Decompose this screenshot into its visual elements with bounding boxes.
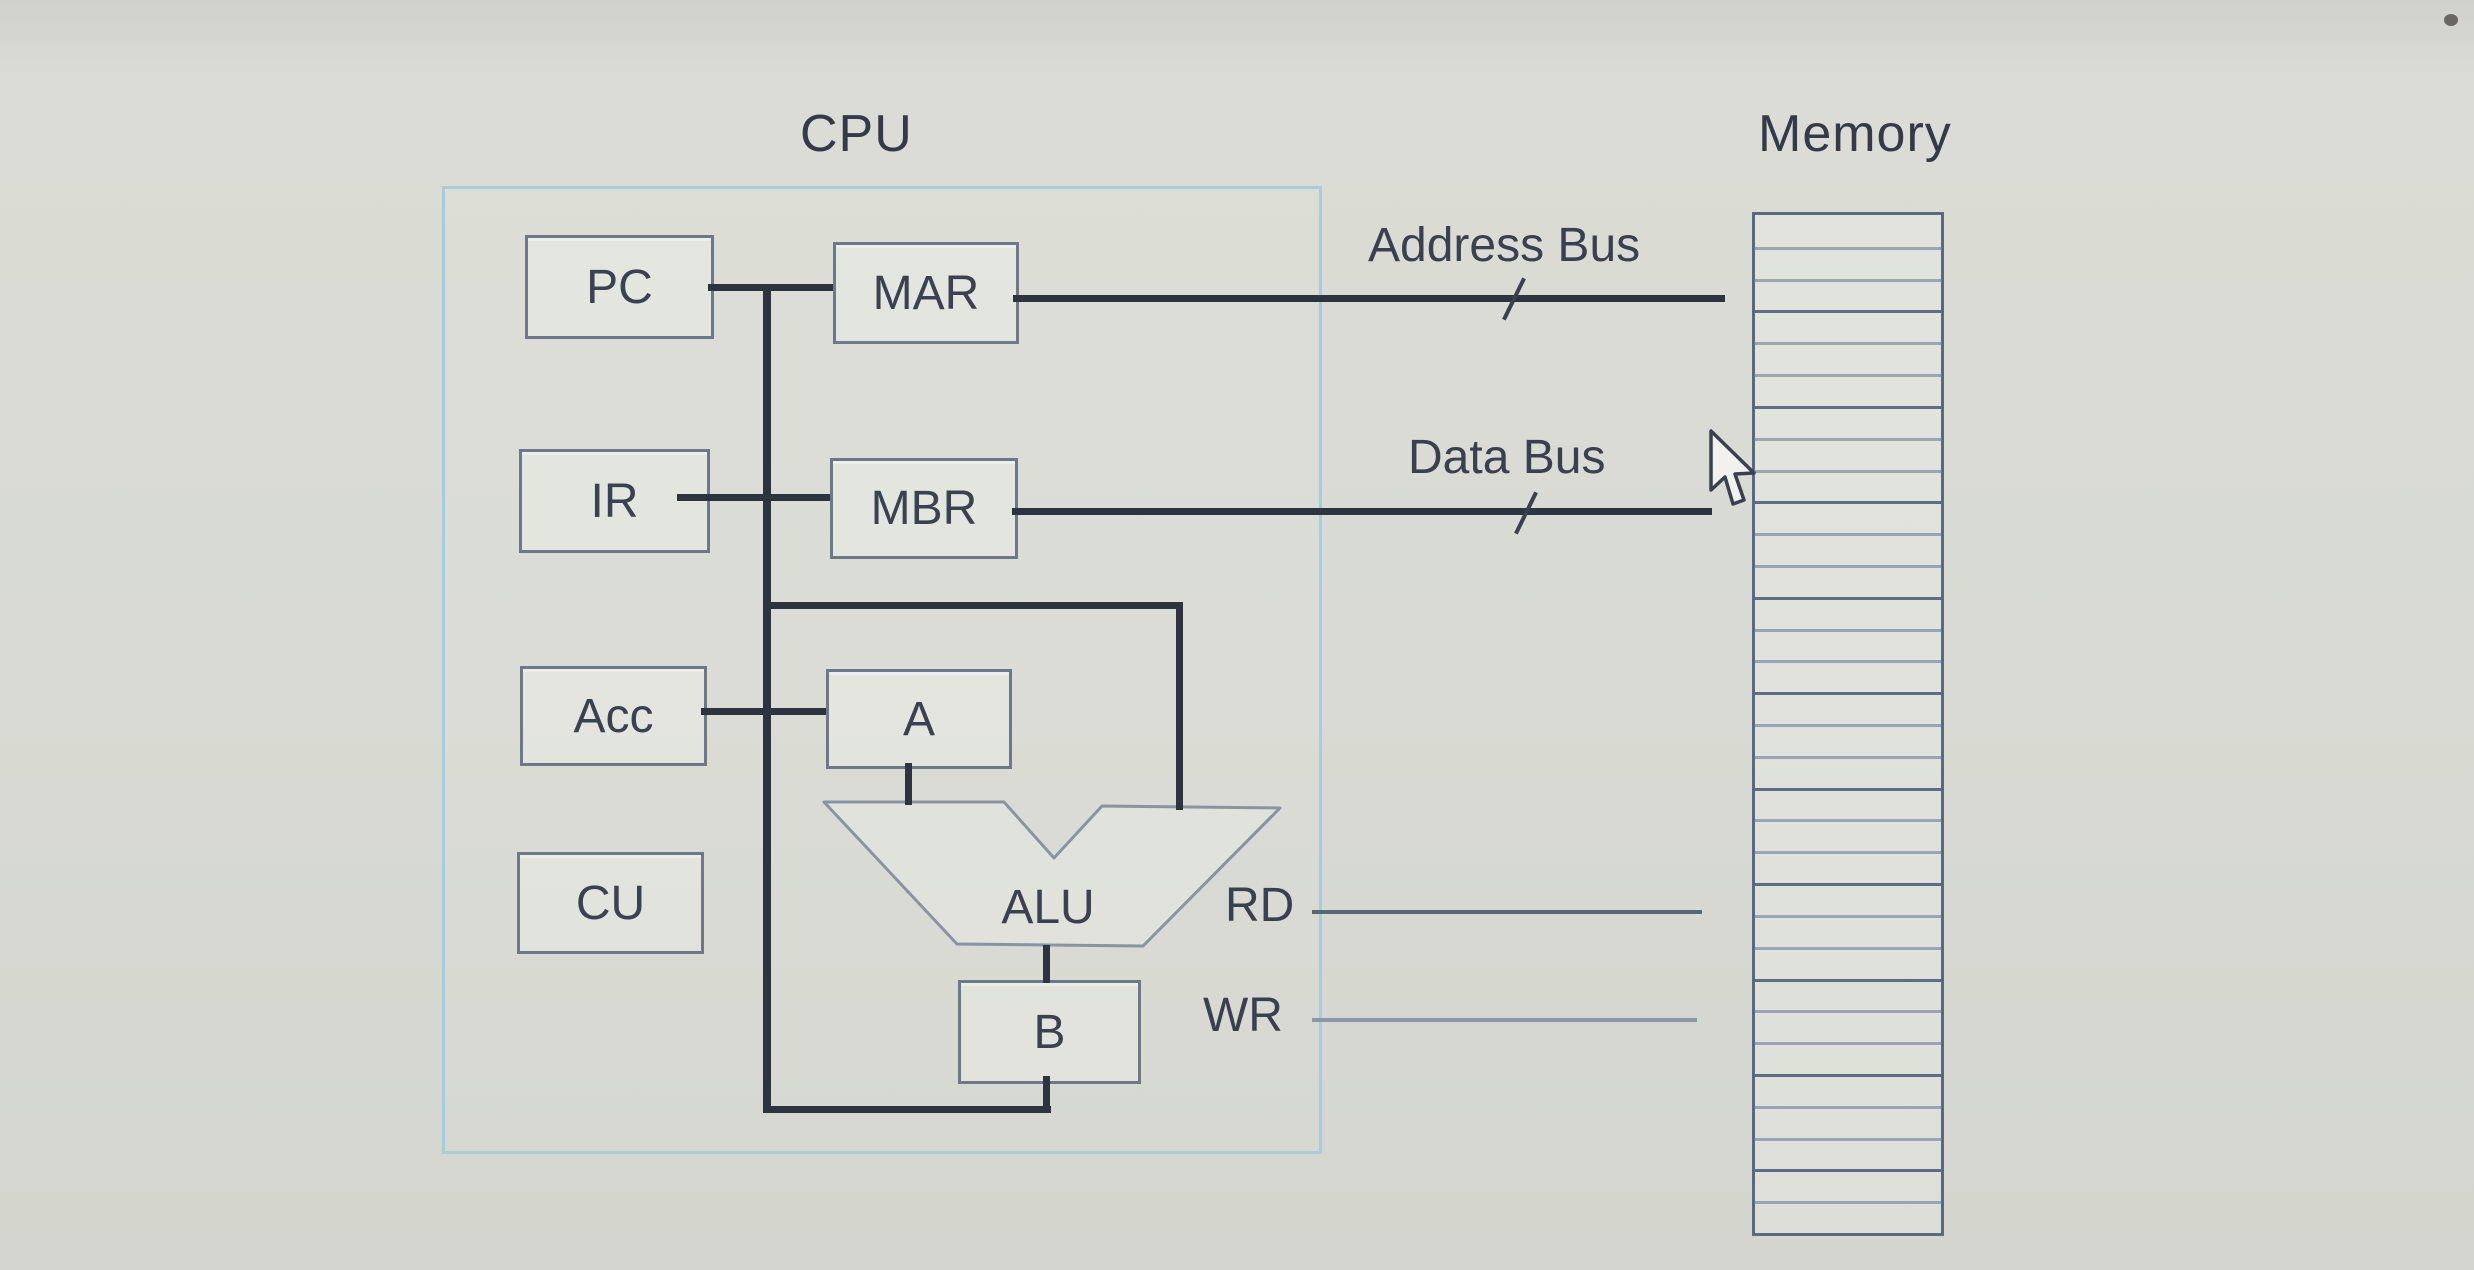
memory-row-line <box>1755 1169 1941 1173</box>
memory-row-line <box>1755 978 1941 982</box>
memory-title: Memory <box>1758 105 1952 163</box>
memory-row-line <box>1755 946 1941 950</box>
register-cu-label: CU <box>575 876 646 930</box>
memory-row-line <box>1755 278 1941 282</box>
register-ir-label: IR <box>590 474 639 528</box>
memory-row-line <box>1755 1010 1941 1014</box>
register-a-label: A <box>902 692 935 746</box>
memory-row-line <box>1755 374 1941 378</box>
memory-row-line <box>1755 883 1941 887</box>
memory-row-line <box>1755 596 1941 600</box>
wr-label: WR <box>1203 989 1283 1042</box>
register-mbr-label: MBR <box>870 482 978 535</box>
mouse-cursor-icon <box>1709 429 1756 506</box>
memory-row-line <box>1755 342 1941 346</box>
register-b-label: B <box>1033 1005 1066 1059</box>
memory-row-line <box>1755 1201 1941 1205</box>
alu-enclosure-bottom <box>763 1106 1051 1113</box>
memory-row-line <box>1755 437 1941 441</box>
memory-row-line <box>1755 1073 1941 1077</box>
pc-mar-connector <box>708 284 833 291</box>
alu-label: ALU <box>1001 881 1095 934</box>
data-bus-line <box>1012 508 1712 515</box>
memory-row-line <box>1755 819 1941 823</box>
acc-a-connector <box>701 708 826 715</box>
register-pc-label: PC <box>586 260 653 314</box>
internal-bus-vertical <box>763 284 771 1113</box>
memory-row-line <box>1755 1042 1941 1046</box>
memory-row-line <box>1755 469 1941 473</box>
memory-row-line <box>1755 310 1941 314</box>
a-to-alu-connector <box>905 763 912 805</box>
memory-row-line <box>1755 914 1941 918</box>
register-a: A <box>826 669 1012 769</box>
cpu-title: CPU <box>800 105 913 163</box>
register-mar: MAR <box>833 242 1019 344</box>
b-to-bus-connector <box>1043 1076 1050 1113</box>
register-acc-label: Acc <box>573 689 654 743</box>
alu-shape <box>822 800 1282 948</box>
memory-row-line <box>1755 787 1941 791</box>
register-ir: IR <box>519 449 710 553</box>
memory-row-line <box>1755 755 1941 759</box>
register-mar-label: MAR <box>872 266 980 320</box>
alu-enclosure-top <box>763 602 1183 609</box>
ir-mbr-connector <box>677 494 830 501</box>
register-cu: CU <box>517 852 704 954</box>
memory-row-line <box>1755 692 1941 696</box>
address-bus-line <box>1013 295 1725 302</box>
memory-row-line <box>1755 1137 1941 1141</box>
register-b: B <box>958 980 1141 1084</box>
memory-row-line <box>1755 851 1941 855</box>
rd-line <box>1312 910 1702 914</box>
register-mbr: MBR <box>830 458 1018 559</box>
memory-row-line <box>1755 501 1941 505</box>
memory-box <box>1752 212 1944 1236</box>
memory-row-line <box>1755 564 1941 568</box>
register-pc: PC <box>525 235 714 339</box>
wr-line <box>1312 1018 1697 1022</box>
screen-smudge-dot <box>2444 14 2458 26</box>
register-acc: Acc <box>520 666 707 766</box>
memory-row-line <box>1755 533 1941 537</box>
memory-row-line <box>1755 660 1941 664</box>
alu-to-b-connector <box>1043 945 1050 983</box>
address-bus-label: Address Bus <box>1368 219 1641 272</box>
memory-row-line <box>1755 405 1941 409</box>
memory-row-line <box>1755 1105 1941 1109</box>
memory-row-line <box>1755 724 1941 727</box>
alu-enclosure-right <box>1176 602 1183 810</box>
rd-label: RD <box>1225 879 1295 932</box>
memory-row-line <box>1755 246 1941 250</box>
memory-row-line <box>1755 628 1941 632</box>
data-bus-label: Data Bus <box>1408 431 1606 484</box>
